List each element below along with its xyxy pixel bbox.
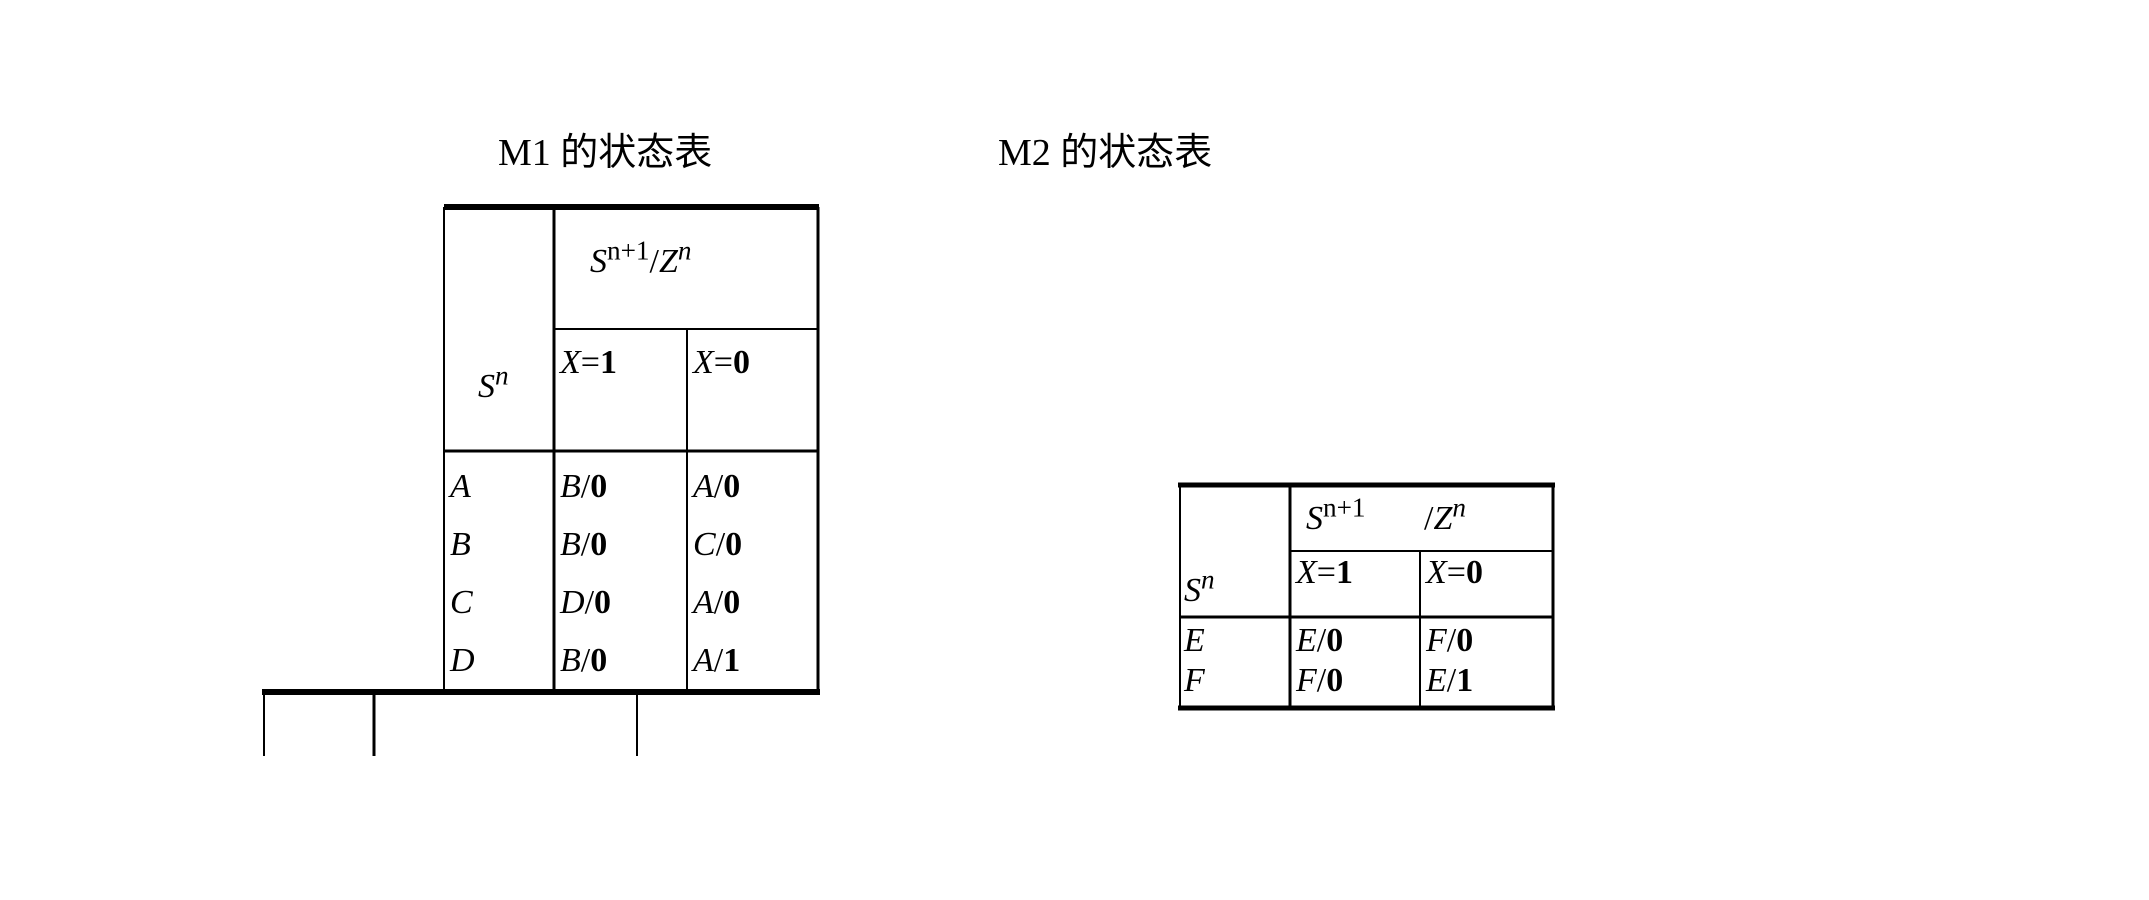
m1-row-x1-cell: B/0 xyxy=(560,468,608,505)
m2-output: 0 xyxy=(1326,622,1344,659)
m2-row-state: F xyxy=(1184,662,1205,699)
m2-row-x0-cell: F/0 xyxy=(1426,622,1474,659)
m1-next-state: B xyxy=(560,468,581,505)
m2-present-state-symbol: S xyxy=(1184,572,1201,609)
m1-row-x1-cell: B/0 xyxy=(560,526,608,563)
m2-row-x1-cell: E/0 xyxy=(1296,622,1344,659)
m1-row-state: D xyxy=(450,642,475,679)
m1-column-x0-header: X=0 xyxy=(693,346,750,380)
m2-row-x0-cell: E/1 xyxy=(1426,662,1474,699)
m1-row-x0-cell: A/1 xyxy=(693,642,741,679)
m2-output-superscript: n xyxy=(1452,492,1466,523)
m2-present-state-header: Sn xyxy=(1184,566,1215,609)
m1-x1-equals: = xyxy=(580,344,600,381)
m1-next-state: B xyxy=(560,526,581,563)
m1-table-caption: M1 的状态表 xyxy=(498,132,713,174)
m1-present-state-symbol: S xyxy=(478,368,495,405)
m2-table-grid xyxy=(1178,482,1555,711)
m2-column-x1-header: X=1 xyxy=(1296,556,1353,590)
m1-row-x1-cell: D/0 xyxy=(560,584,612,621)
m2-next-state: E xyxy=(1426,662,1447,699)
m1-x1-value: 1 xyxy=(599,344,617,381)
m1-slash: / xyxy=(649,243,659,280)
m1-next-state-symbol: S xyxy=(590,243,607,280)
m2-x1-equals: = xyxy=(1316,554,1336,591)
m1-next-state: C xyxy=(693,526,716,563)
m1-next-state-superscript: n+1 xyxy=(607,235,650,266)
m2-next-state: F xyxy=(1296,662,1317,699)
m2-slash: / xyxy=(1424,500,1434,537)
m1-output: 0 xyxy=(590,642,608,679)
m2-output-symbol: Z xyxy=(1433,500,1453,537)
m1-present-state-superscript: n xyxy=(495,360,509,391)
m2-output: 0 xyxy=(1326,662,1344,699)
m1-output-superscript: n xyxy=(677,235,692,266)
m1-output: 1 xyxy=(723,642,741,679)
m1-output: 0 xyxy=(594,584,612,621)
m1-present-state-header: Sn xyxy=(478,362,509,405)
m1-next-state: A xyxy=(693,584,714,621)
m2-x1-variable: X xyxy=(1296,554,1317,591)
m1-column-x1-header: X=1 xyxy=(560,346,617,380)
m1-x0-equals: = xyxy=(713,344,733,381)
m1-next-state-output-header: Sn+1/Zn xyxy=(590,237,692,280)
m2-output: 1 xyxy=(1456,662,1474,699)
m2-table-caption: M2 的状态表 xyxy=(998,132,1213,174)
m2-row-state: E xyxy=(1184,622,1205,659)
m1-x1-variable: X xyxy=(560,344,581,381)
m2-row-x1-cell: F/0 xyxy=(1296,662,1344,699)
m2-next-state-superscript: n+1 xyxy=(1323,492,1366,523)
m1-next-state: B xyxy=(560,642,581,679)
m1-next-state: A xyxy=(693,468,714,505)
m2-x0-equals: = xyxy=(1446,554,1466,591)
m2-present-state-superscript: n xyxy=(1201,564,1215,595)
m1-output: 0 xyxy=(590,468,608,505)
m2-output: 0 xyxy=(1456,622,1474,659)
m2-next-state: F xyxy=(1426,622,1447,659)
m2-next-state: E xyxy=(1296,622,1317,659)
m1-output: 0 xyxy=(723,584,741,621)
m2-column-x0-header: X=0 xyxy=(1426,556,1483,590)
m1-next-state: D xyxy=(560,584,585,621)
m2-x0-value: 0 xyxy=(1465,554,1483,591)
m1-row-x0-cell: A/0 xyxy=(693,468,741,505)
m1-row-x1-cell: B/0 xyxy=(560,642,608,679)
m1-table-grid xyxy=(262,204,820,756)
m1-row-state: A xyxy=(450,468,471,505)
m1-next-state: A xyxy=(693,642,714,679)
m1-row-x0-cell: A/0 xyxy=(693,584,741,621)
m1-output: 0 xyxy=(723,468,741,505)
m2-x1-value: 1 xyxy=(1335,554,1353,591)
m2-x0-variable: X xyxy=(1426,554,1447,591)
m2-output-header: /Zn xyxy=(1424,494,1466,537)
m1-output: 0 xyxy=(590,526,608,563)
m1-x0-variable: X xyxy=(693,344,714,381)
m1-output: 0 xyxy=(725,526,743,563)
m1-row-state: B xyxy=(450,526,471,563)
m2-next-state-header: Sn+1 xyxy=(1306,494,1366,537)
m1-row-state: C xyxy=(450,584,473,621)
m2-next-state-symbol: S xyxy=(1306,500,1323,537)
m1-output-symbol: Z xyxy=(658,243,678,280)
m1-x0-value: 0 xyxy=(732,344,750,381)
m1-row-x0-cell: C/0 xyxy=(693,526,743,563)
